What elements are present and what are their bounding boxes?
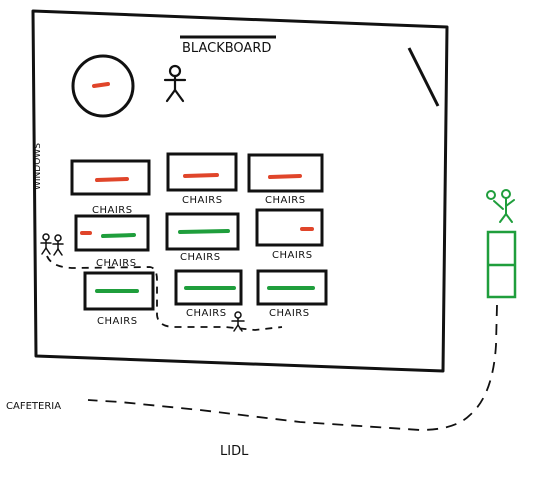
table [83, 271, 155, 311]
route-inside [46, 255, 283, 331]
cafeteria-label: CAFETERIA [6, 401, 61, 412]
visitor-figure [486, 189, 515, 223]
table [74, 214, 150, 252]
table-marker [183, 173, 219, 178]
table-label: CHAIRS [97, 316, 138, 327]
table [70, 159, 151, 196]
teacher-figure [163, 64, 187, 103]
windows-label: WINDOWS [33, 143, 43, 190]
table [166, 152, 238, 192]
room-outline [31, 9, 449, 373]
table [256, 269, 328, 306]
table-label: CHAIRS [272, 250, 313, 261]
table-label: CHAIRS [92, 205, 133, 216]
table [165, 212, 240, 251]
table-marker [178, 229, 230, 234]
door-line [407, 47, 440, 107]
route-outside [87, 304, 498, 431]
table-label: CHAIRS [186, 308, 227, 319]
table [174, 269, 243, 306]
table-marker [268, 174, 302, 179]
lidl-label: LIDL [220, 444, 249, 459]
table-label: CHAIRS [180, 252, 221, 263]
teacher-desk-marker [92, 82, 110, 88]
teacher-desk [71, 54, 135, 118]
table-label: CHAIRS [96, 258, 137, 269]
table [247, 153, 324, 193]
table-marker [95, 177, 129, 182]
table [255, 208, 324, 247]
table-label: CHAIRS [182, 195, 223, 206]
student-figures [40, 233, 64, 256]
table-label: CHAIRS [265, 195, 306, 206]
table-label: CHAIRS [269, 308, 310, 319]
blackboard-label: BLACKBOARD [182, 41, 271, 56]
table-marker [101, 233, 136, 238]
